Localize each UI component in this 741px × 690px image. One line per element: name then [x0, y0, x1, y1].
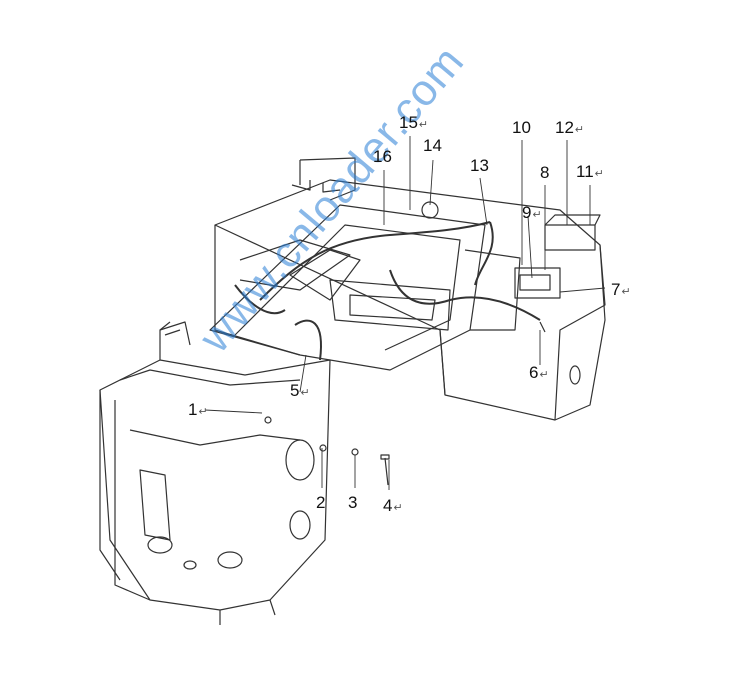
return-mark: ↵: [300, 387, 310, 399]
callout-14: 14: [423, 137, 443, 154]
callout-9: 9↵: [522, 204, 542, 221]
leader-lines: [204, 136, 606, 490]
callout-number: 2: [316, 493, 326, 512]
callout-2: 2: [316, 494, 326, 511]
callout-11: 11↵: [576, 163, 604, 180]
callout-6: 6↵: [529, 364, 549, 381]
callout-number: 3: [348, 493, 358, 512]
callout-number: 4: [383, 496, 393, 515]
callout-13: 13: [470, 157, 490, 174]
return-mark: ↵: [393, 502, 403, 514]
return-mark: ↵: [198, 406, 208, 418]
callout-12: 12↵: [555, 119, 584, 136]
callout-8: 8: [540, 164, 550, 181]
return-mark: ↵: [532, 209, 542, 221]
callout-number: 10: [512, 118, 531, 137]
callout-1: 1↵: [188, 401, 208, 418]
callout-5: 5↵: [290, 382, 310, 399]
callout-number: 15: [399, 113, 418, 132]
callout-number: 11: [576, 162, 594, 181]
return-mark: ↵: [418, 119, 429, 131]
callout-number: 16: [373, 147, 392, 166]
callout-number: 9: [522, 203, 532, 222]
frame-deck: [209, 204, 521, 371]
callout-number: 8: [540, 163, 550, 182]
callout-number: 7: [611, 280, 621, 299]
callout-3: 3: [348, 494, 358, 511]
callout-10: 10: [512, 119, 532, 136]
callout-number: 12: [555, 118, 574, 137]
wire-harness: [234, 221, 541, 361]
callout-number: 6: [529, 363, 539, 382]
callout-number: 1: [188, 400, 198, 419]
callout-number: 14: [423, 136, 442, 155]
return-mark: ↵: [594, 168, 604, 180]
callout-7: 7↵: [611, 281, 631, 298]
return-mark: ↵: [621, 286, 631, 298]
front-frame: [99, 321, 331, 625]
callout-number: 13: [470, 156, 489, 175]
callout-4: 4↵: [383, 497, 403, 514]
return-mark: ↵: [574, 124, 585, 136]
callout-15: 15↵: [399, 114, 428, 131]
callout-16: 16: [373, 148, 393, 165]
callout-number: 5: [290, 381, 300, 400]
return-mark: ↵: [539, 369, 549, 381]
